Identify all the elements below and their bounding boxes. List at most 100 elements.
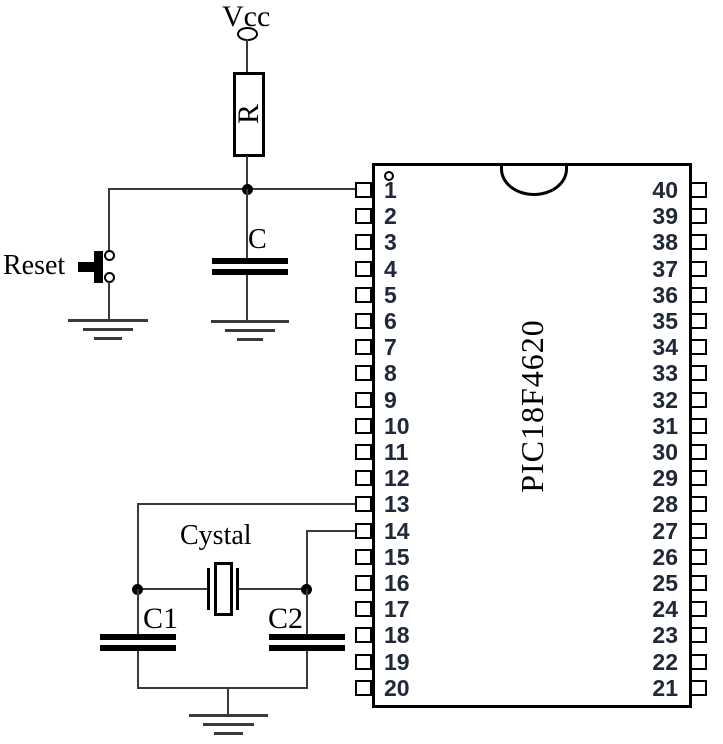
pin-box-6 xyxy=(355,313,372,329)
wire-rail-to-ground xyxy=(227,687,229,715)
pin-number-5: 5 xyxy=(384,281,397,308)
pin-box-3 xyxy=(355,234,372,251)
pin-number-27: 27 xyxy=(652,517,678,544)
pin-box-27 xyxy=(690,522,707,539)
pin-number-40: 40 xyxy=(652,177,678,203)
pin-number-29: 29 xyxy=(652,465,678,492)
pin-box-39 xyxy=(690,208,707,225)
ground-line xyxy=(203,723,254,726)
pin-number-39: 39 xyxy=(652,203,678,230)
pin-box-23 xyxy=(690,627,707,644)
pin-box-20 xyxy=(355,679,372,696)
wire-pin13-osc1 xyxy=(137,503,355,505)
crystal-label: Cystal xyxy=(180,520,252,551)
wire-c2-to-bottom xyxy=(306,651,308,689)
pin-box-26 xyxy=(690,548,707,565)
pin-number-23: 23 xyxy=(652,622,678,649)
pin-box-10 xyxy=(355,417,372,434)
pin-number-9: 9 xyxy=(384,386,397,413)
pin-number-12: 12 xyxy=(384,465,410,492)
reset-button-stem[interactable] xyxy=(78,262,94,272)
pin-number-30: 30 xyxy=(652,439,678,465)
wire-crystal-right xyxy=(239,588,307,590)
cap-c-plate-top xyxy=(212,258,288,264)
pin-box-38 xyxy=(690,234,707,251)
reset-label: Reset xyxy=(3,250,66,281)
ic-name-label: PIC18F4620 xyxy=(514,319,550,493)
pin-box-36 xyxy=(690,286,707,303)
wire-vcc-to-resistor xyxy=(246,39,248,73)
cap-c2-label: C2 xyxy=(268,602,304,635)
pin-number-16: 16 xyxy=(384,570,410,596)
cap-c1-label: C1 xyxy=(143,602,179,635)
ground-line xyxy=(94,337,122,340)
pin-box-19 xyxy=(355,653,372,670)
cap-c-label: C xyxy=(248,224,267,255)
wire-reset-node xyxy=(108,188,355,190)
ground-line xyxy=(68,319,148,322)
pin-number-8: 8 xyxy=(384,360,397,387)
cap-c2-plate-top xyxy=(269,634,345,640)
ground-line xyxy=(225,329,275,332)
ic-body: PIC18F4620 xyxy=(372,163,692,708)
crystal-body xyxy=(214,562,233,616)
pin-number-10: 10 xyxy=(384,412,410,439)
pin-box-1 xyxy=(355,182,372,198)
pin-number-25: 25 xyxy=(652,570,678,596)
wire-osc1-drop xyxy=(137,503,139,590)
ic-notch-icon xyxy=(500,166,568,196)
pin-number-18: 18 xyxy=(384,622,410,649)
pin-number-6: 6 xyxy=(384,308,397,334)
reset-contact-top-icon xyxy=(104,250,115,261)
pin-box-11 xyxy=(355,444,372,460)
pin-box-7 xyxy=(355,339,372,356)
pin-box-25 xyxy=(690,575,707,591)
pin-number-20: 20 xyxy=(384,674,410,701)
pin-box-31 xyxy=(690,417,707,434)
pin-number-22: 22 xyxy=(652,648,678,675)
pin-number-34: 34 xyxy=(652,334,678,361)
pin-box-12 xyxy=(355,470,372,487)
pin-box-9 xyxy=(355,391,372,408)
wire-osc2-drop xyxy=(306,530,308,590)
resistor-label: R xyxy=(232,104,265,125)
ground-line xyxy=(237,338,263,341)
wire-crystal-left xyxy=(137,588,207,590)
wire-pin14-osc2 xyxy=(306,530,355,532)
pin-number-26: 26 xyxy=(652,543,678,570)
cap-c1-plate-top xyxy=(100,634,176,640)
pin-number-17: 17 xyxy=(384,596,410,623)
pin-box-18 xyxy=(355,627,372,644)
pin-box-21 xyxy=(690,679,707,696)
crystal-plate-right xyxy=(236,568,239,610)
pin-box-4 xyxy=(355,260,372,277)
pin-number-13: 13 xyxy=(384,491,410,518)
ic-pin1-indicator-icon xyxy=(384,171,394,181)
pin-box-17 xyxy=(355,601,372,618)
pin-number-4: 4 xyxy=(384,255,397,282)
pin-number-28: 28 xyxy=(652,491,678,518)
wire-resistor-to-junction xyxy=(246,156,248,190)
pin-number-37: 37 xyxy=(652,255,678,282)
pin-box-8 xyxy=(355,365,372,382)
wire-bottom-rail xyxy=(137,687,308,689)
pin-number-1: 1 xyxy=(384,177,397,203)
pin-box-14 xyxy=(355,522,372,539)
pin-box-33 xyxy=(690,365,707,382)
resistor-r: R xyxy=(232,72,265,157)
reset-button-plunger[interactable] xyxy=(94,251,103,283)
pin-box-16 xyxy=(355,575,372,591)
pin-number-21: 21 xyxy=(652,674,678,701)
pin-box-29 xyxy=(690,470,707,487)
wire-junction-to-cap-c xyxy=(246,189,248,259)
pin-number-11: 11 xyxy=(384,439,409,465)
pin-box-30 xyxy=(690,444,707,460)
pin-box-24 xyxy=(690,601,707,618)
pin-box-34 xyxy=(690,339,707,356)
cap-c2-plate-bottom xyxy=(269,645,345,651)
pin-number-15: 15 xyxy=(384,543,410,570)
pin-number-35: 35 xyxy=(652,308,678,334)
wire-osc1-to-c1 xyxy=(137,589,139,635)
ground-line xyxy=(83,328,133,331)
